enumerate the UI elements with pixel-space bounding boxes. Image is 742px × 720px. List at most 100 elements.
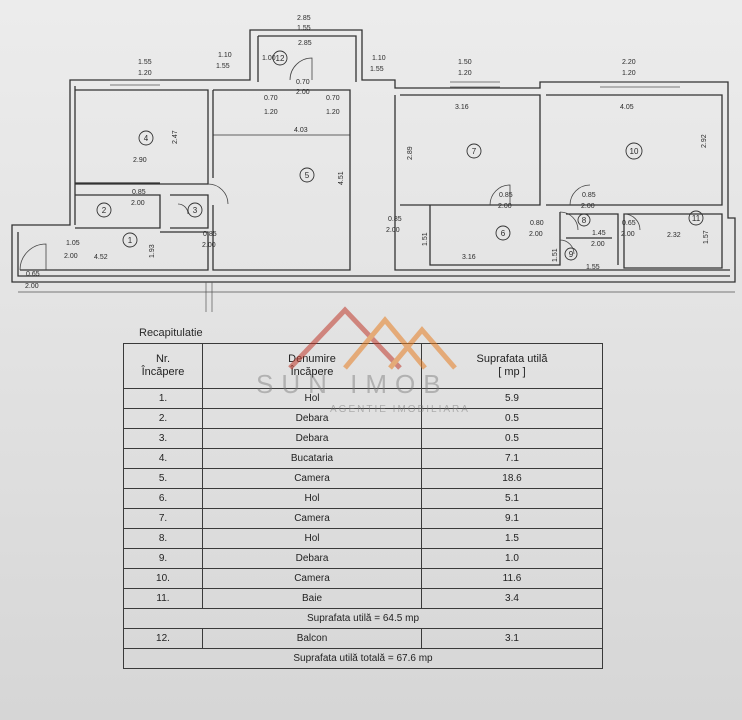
room-number: 2 <box>102 206 107 215</box>
total-row: Suprafata utilă totală = 67.6 mp <box>123 648 603 669</box>
dim-label: 2.00 <box>131 200 145 207</box>
room-number: 6 <box>501 229 506 238</box>
dim-label: 2.85 <box>297 15 311 22</box>
dim-label: 2.00 <box>529 231 543 238</box>
dim-label: 1.57 <box>703 230 710 244</box>
dim-label: 2.00 <box>64 253 78 260</box>
dim-label: 1.20 <box>326 109 340 116</box>
room-number: 12 <box>276 54 285 63</box>
balcony-row: 12. Balcon 3.1 <box>123 628 603 649</box>
balcony-area: 3.1 <box>421 628 603 649</box>
dim-label: 2.20 <box>622 59 636 66</box>
dim-label: 1.45 <box>592 230 606 237</box>
subtotal-row: Suprafata utilă = 64.5 mp <box>123 608 603 629</box>
dim-label: 1.51 <box>552 248 559 262</box>
table-cell-area: 5.1 <box>421 488 603 509</box>
dim-label: 2.00 <box>25 283 39 290</box>
room-number: 5 <box>305 171 310 180</box>
dim-label: 4.03 <box>294 127 308 134</box>
watermark-sub: AGENTIE IMOBILIARA <box>330 404 470 415</box>
table-cell-area: 1.0 <box>421 548 603 569</box>
dim-label: 0.65 <box>622 220 636 227</box>
table-cell-nr: 10. <box>123 568 203 589</box>
dim-label: 2.85 <box>298 40 312 47</box>
dim-label: 1.20 <box>264 109 278 116</box>
table-cell-name: Camera <box>202 508 422 529</box>
room-number: 8 <box>582 216 587 225</box>
table-cell-area: 7.1 <box>421 448 603 469</box>
dim-label: 2.92 <box>701 134 708 148</box>
room-number: 3 <box>193 206 198 215</box>
dim-label: 2.00 <box>498 203 512 210</box>
table-cell-name: Hol <box>202 488 422 509</box>
dim-label: 1.20 <box>622 70 636 77</box>
table-cell-nr: 9. <box>123 548 203 569</box>
dim-label: 4.51 <box>338 171 345 185</box>
dim-label: 4.52 <box>94 254 108 261</box>
dim-label: 1.50 <box>458 59 472 66</box>
dim-label: 2.00 <box>581 203 595 210</box>
table-cell-nr: 1. <box>123 388 203 409</box>
table-cell-nr: 5. <box>123 468 203 489</box>
table-cell-nr: 11. <box>123 588 203 609</box>
table-cell-name: Baie <box>202 588 422 609</box>
dim-label: 1.55 <box>216 63 230 70</box>
table-cell-area: 9.1 <box>421 508 603 529</box>
recap-title: Recapitulatie <box>139 327 203 339</box>
balcony-name: Balcon <box>202 628 422 649</box>
table-cell-nr: 4. <box>123 448 203 469</box>
floor-plan: 2.85 1.55 2.85 1.00 1.55 1.20 1.10 1.55 … <box>11 15 736 312</box>
dim-label: 2.00 <box>386 227 400 234</box>
dim-label: 2.00 <box>591 241 605 248</box>
table-cell-name: Hol <box>202 528 422 549</box>
table-cell-nr: 7. <box>123 508 203 529</box>
dim-label: 1.55 <box>370 66 384 73</box>
watermark-name: SUN IMOB <box>256 369 449 399</box>
table-cell-name: Debara <box>202 428 422 449</box>
dim-label: 0.65 <box>26 271 40 278</box>
table-cell-area: 3.4 <box>421 588 603 609</box>
table-cell-name: Bucataria <box>202 448 422 469</box>
subtotal-text: Suprafata utilă = 64.5 mp <box>123 608 603 629</box>
dim-label: 2.00 <box>296 89 310 96</box>
dim-label: 1.10 <box>372 55 386 62</box>
table-cell-area: 18.6 <box>421 468 603 489</box>
room-number: 11 <box>692 214 701 223</box>
dim-label: 3.16 <box>455 104 469 111</box>
table-cell-nr: 3. <box>123 428 203 449</box>
table-cell-nr: 8. <box>123 528 203 549</box>
table-cell-nr: 6. <box>123 488 203 509</box>
dim-label: 0.85 <box>388 216 402 223</box>
dim-label: 1.55 <box>138 59 152 66</box>
dim-label: 0.85 <box>203 231 217 238</box>
dim-label: 3.16 <box>462 254 476 261</box>
dim-label: 1.51 <box>422 232 429 246</box>
table-cell-name: Camera <box>202 568 422 589</box>
recap-table: Nr. Încăpere Denumire Încăpere Suprafata… <box>123 343 603 669</box>
dim-label: 0.85 <box>132 189 146 196</box>
room-number: 7 <box>472 147 477 156</box>
dim-label: 2.00 <box>621 231 635 238</box>
dim-label: 0.85 <box>582 192 596 199</box>
dim-label: 0.70 <box>326 95 340 102</box>
dim-label: 2.32 <box>667 232 681 239</box>
table-cell-area: 1.5 <box>421 528 603 549</box>
dim-label: 0.70 <box>296 79 310 86</box>
dim-label: 1.55 <box>586 264 600 271</box>
header-area: Suprafata utilă [ mp ] <box>421 343 603 389</box>
room-number: 4 <box>144 134 149 143</box>
room-number: 9 <box>569 250 574 259</box>
dim-label: 1.55 <box>297 25 311 32</box>
dim-label: 2.90 <box>133 157 147 164</box>
